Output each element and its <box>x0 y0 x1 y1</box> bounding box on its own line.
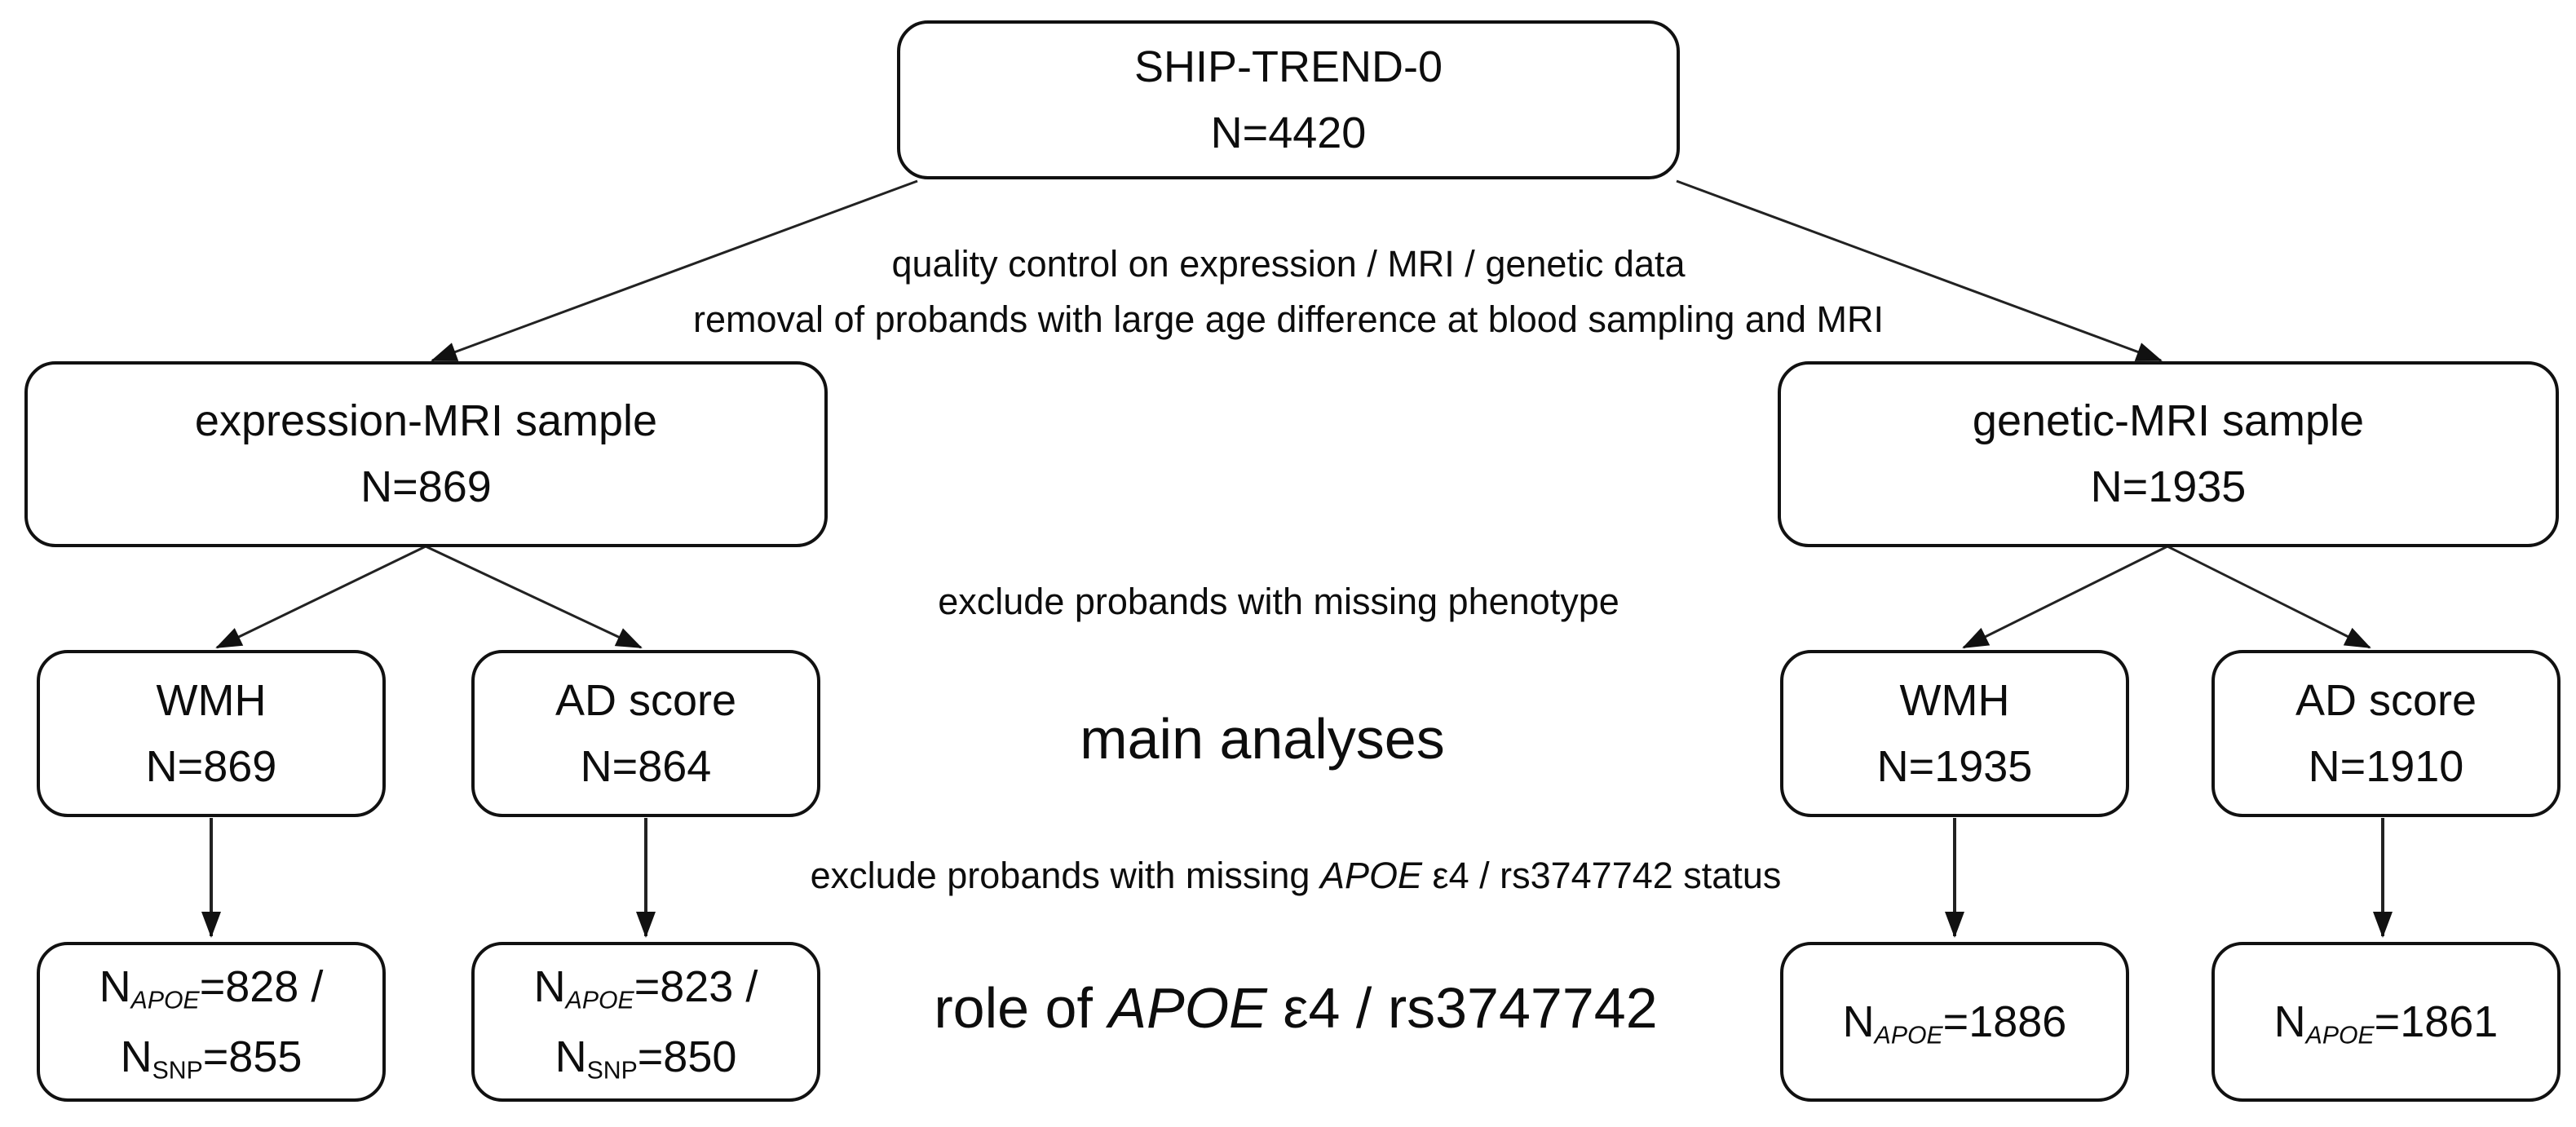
node-n-expression-adscore: NAPOE=823 / NSNP=850 <box>471 942 820 1102</box>
n-apoe-line: NAPOE=1861 <box>2273 997 2499 1049</box>
n-snp-line: NSNP=850 <box>555 1032 737 1085</box>
node-wmh-genetic: WMH N=1935 <box>1780 650 2129 817</box>
apoe-subscript: APOE <box>2305 1021 2375 1049</box>
arrow-expression-to-wmh <box>215 545 426 649</box>
node-expression-mri-sample: expression-MRI sample N=869 <box>24 361 828 547</box>
snp-subscript: SNP <box>586 1057 638 1085</box>
gene-name-italic: APOE <box>1319 855 1423 896</box>
node-count: N=1935 <box>2090 462 2247 511</box>
node-title: genetic-MRI sample <box>1972 396 2365 445</box>
note-role-of-apoe: role of APOE ε4 / rs3747742 <box>934 976 1658 1040</box>
apoe-subscript: APOE <box>565 987 634 1014</box>
node-title: WMH <box>1899 675 2010 725</box>
note-exclude-phenotype: exclude probands with missing phenotype <box>938 581 1619 622</box>
node-adscore-genetic: AD score N=1910 <box>2211 650 2561 817</box>
node-wmh-expression: WMH N=869 <box>37 650 386 817</box>
note-quality-control: quality control on expression / MRI / ge… <box>891 243 1686 285</box>
node-title: WMH <box>156 675 267 725</box>
arrow-expression-to-adscore <box>425 545 643 649</box>
arrow-genetic-to-wmh <box>1962 545 2168 649</box>
node-count: N=1910 <box>2308 741 2464 791</box>
arrow-root-to-expression-sample <box>431 179 918 362</box>
note-main-analyses: main analyses <box>1080 707 1445 771</box>
node-count: N=864 <box>580 741 712 791</box>
node-count: N=4420 <box>1210 108 1367 157</box>
gene-name-italic: APOE <box>1108 976 1267 1040</box>
node-count: N=869 <box>360 462 492 511</box>
node-n-genetic-wmh: NAPOE=1886 <box>1780 942 2129 1102</box>
node-n-genetic-adscore: NAPOE=1861 <box>2211 942 2561 1102</box>
node-title: AD score <box>2295 675 2477 725</box>
node-adscore-expression: AD score N=864 <box>471 650 820 817</box>
node-title: expression-MRI sample <box>194 396 658 445</box>
arrow-genetic-to-adscore <box>2167 545 2371 649</box>
apoe-subscript: APOE <box>1874 1021 1943 1049</box>
arrow-root-to-genetic-sample <box>1676 179 2163 362</box>
node-genetic-mri-sample: genetic-MRI sample N=1935 <box>1778 361 2559 547</box>
node-title: SHIP-TREND-0 <box>1133 42 1443 91</box>
note-exclude-apoe: exclude probands with missing APOE ε4 / … <box>810 855 1782 896</box>
n-apoe-line: NAPOE=828 / <box>99 961 324 1014</box>
node-n-expression-wmh: NAPOE=828 / NSNP=855 <box>37 942 386 1102</box>
node-count: N=1935 <box>1876 741 2033 791</box>
n-apoe-line: NAPOE=1886 <box>1842 997 2067 1049</box>
node-ship-trend-0: SHIP-TREND-0 N=4420 <box>897 20 1680 179</box>
snp-subscript: SNP <box>152 1057 203 1085</box>
n-apoe-line: NAPOE=823 / <box>533 961 758 1014</box>
note-removal-probands: removal of probands with large age diffe… <box>692 298 1885 340</box>
node-count: N=869 <box>145 741 277 791</box>
node-title: AD score <box>555 675 737 725</box>
n-snp-line: NSNP=855 <box>120 1032 303 1085</box>
apoe-subscript: APOE <box>130 987 200 1014</box>
